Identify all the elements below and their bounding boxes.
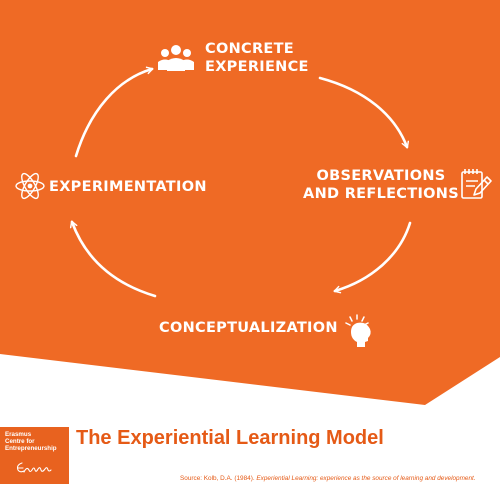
people-icon	[158, 45, 194, 71]
lightbulb-head-icon	[345, 314, 371, 347]
source-prefix: Source: Kolb, D.A. (1984).	[180, 475, 255, 482]
atom-icon	[15, 172, 45, 200]
logo-signature	[16, 462, 52, 473]
node-concrete-line1: CONCRETE	[205, 41, 295, 57]
arrow-conceptualization-to-experimentation	[69, 220, 157, 298]
node-experimentation-line1: EXPERIMENTATION	[49, 179, 207, 195]
node-observations-line2: AND REFLECTIONS	[303, 186, 459, 202]
notepad-pencil-icon	[461, 169, 492, 199]
node-observations-reflections: OBSERVATIONS AND REFLECTIONS	[301, 167, 461, 203]
node-observations-line1: OBSERVATIONS	[316, 168, 446, 184]
diagram-title: The Experiential Learning Model	[76, 427, 384, 449]
node-concrete-line2: EXPERIENCE	[205, 59, 309, 75]
source-citation: Source: Kolb, D.A. (1984). Experiential …	[180, 475, 476, 482]
arrow-experimentation-to-concrete	[74, 66, 154, 158]
erasmus-centre-logo: Erasmus Centre for Entrepreneurship	[0, 427, 69, 484]
source-work: Experiential Learning: experience as the…	[256, 475, 476, 482]
logo-text-line1: Erasmus	[5, 431, 32, 438]
orange-background-panel	[0, 0, 500, 405]
arrow-concrete-to-observations	[318, 76, 410, 149]
node-concrete-experience: CONCRETE EXPERIENCE	[205, 40, 309, 76]
arrow-observations-to-conceptualization	[333, 221, 412, 294]
logo-text-line2: Centre for	[5, 438, 35, 446]
node-conceptualization: CONCEPTUALIZATION	[159, 319, 338, 337]
node-experimentation: EXPERIMENTATION	[49, 178, 207, 196]
node-conceptualization-line1: CONCEPTUALIZATION	[159, 320, 338, 336]
logo-text-line3: Entrepreneurship	[5, 445, 57, 453]
logo-text: Erasmus Centre for Entrepreneurship	[5, 431, 57, 453]
